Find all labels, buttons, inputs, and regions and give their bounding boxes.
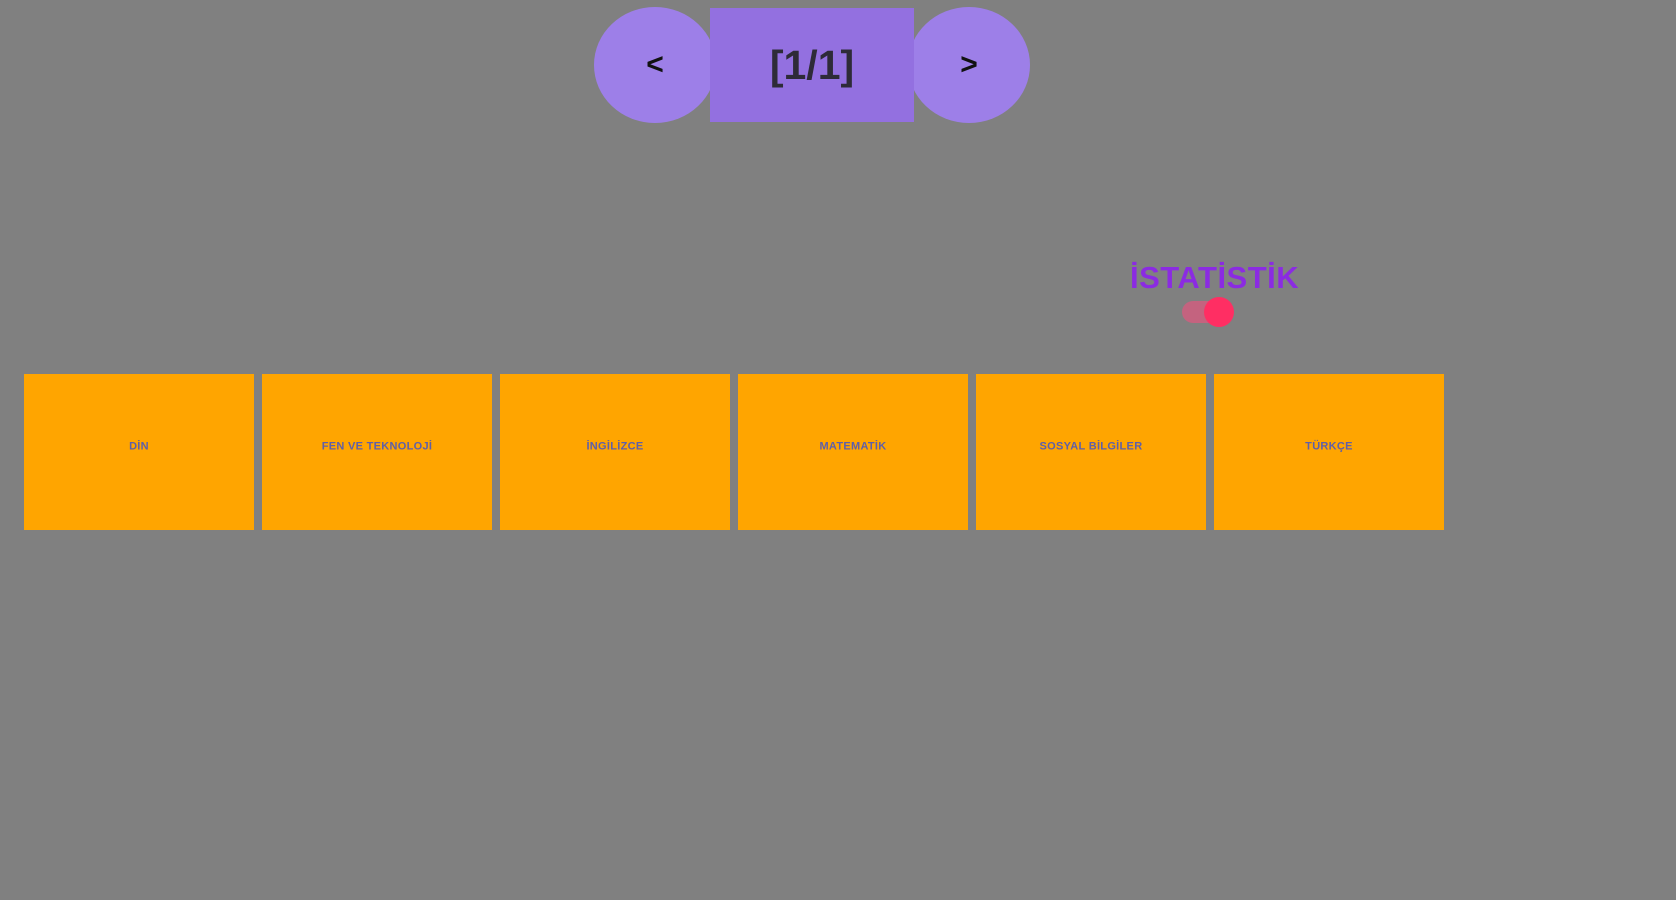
toggle-knob-icon [1204,297,1234,327]
subject-card-label: DİN [129,440,149,453]
subject-card-turkce[interactable]: TÜRKÇE [1214,374,1444,530]
subject-card-matematik[interactable]: MATEMATİK [738,374,968,530]
statistic-toggle[interactable] [1182,297,1234,327]
subject-card-ingilizce[interactable]: İNGİLİZCE [500,374,730,530]
subject-card-label: SOSYAL BİLGİLER [1039,440,1143,453]
pagination-control: < [1/1] > [594,7,1030,123]
subject-card-label: MATEMATİK [819,440,887,453]
previous-page-button[interactable]: < [594,7,716,123]
subject-card-label: FEN VE TEKNOLOJİ [321,440,433,453]
statistic-label: İSTATİSTİK [1130,260,1300,295]
next-page-button[interactable]: > [908,7,1030,123]
subject-card-label: TÜRKÇE [1305,440,1353,453]
subject-card-label: İNGİLİZCE [586,440,644,453]
subject-card-row: DİN FEN VE TEKNOLOJİ İNGİLİZCE MATEMATİK… [24,374,1444,530]
subject-card-sosyal-bilgiler[interactable]: SOSYAL BİLGİLER [976,374,1206,530]
subject-card-din[interactable]: DİN [24,374,254,530]
subject-card-fen-ve-teknoloji[interactable]: FEN VE TEKNOLOJİ [262,374,492,530]
page-indicator[interactable]: [1/1] [710,8,914,122]
statistic-section: İSTATİSTİK [1130,260,1300,327]
